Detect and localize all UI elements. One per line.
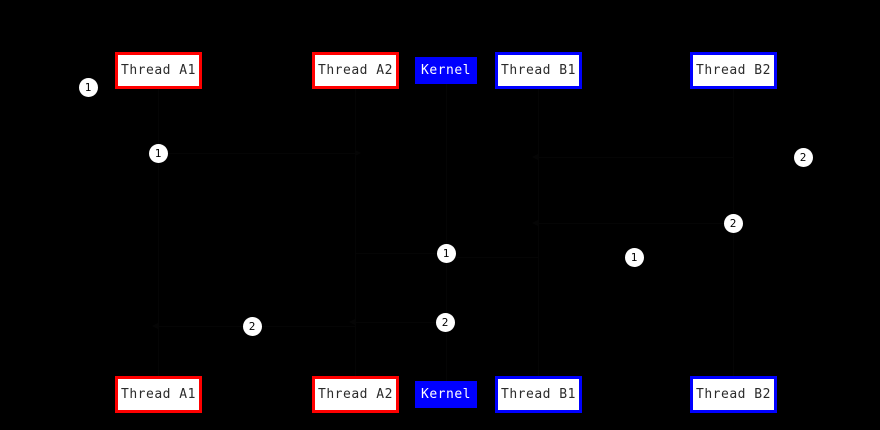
step-badge-badge-1-a: 1: [78, 77, 98, 97]
step-badge-badge-1-d: 1: [624, 247, 644, 267]
participant-header-thread-b2[interactable]: Thread B2: [690, 52, 777, 89]
lifeline-kernel: [446, 84, 447, 381]
step-badge-badge-2-c: 2: [242, 316, 262, 336]
message-arrow-msg-3: [355, 250, 452, 256]
lifeline-thread-a1: [158, 89, 159, 376]
participant-header-thread-b1[interactable]: Thread B1: [495, 52, 582, 89]
participant-footer-thread-b1[interactable]: Thread B1: [495, 376, 582, 413]
lifeline-thread-b2: [733, 89, 734, 376]
message-arrow-msg-2: [532, 154, 733, 160]
message-arrow-msg-7: [349, 319, 446, 325]
participant-footer-kernel[interactable]: Kernel: [415, 381, 477, 408]
message-arrow-msg-1: [158, 150, 361, 156]
step-badge-badge-2-d: 2: [435, 312, 455, 332]
lifeline-thread-a2: [355, 89, 356, 376]
participant-header-kernel[interactable]: Kernel: [415, 57, 477, 84]
message-arrow-msg-4: [532, 220, 733, 226]
participant-footer-thread-b2[interactable]: Thread B2: [690, 376, 777, 413]
participant-header-thread-a2[interactable]: Thread A2: [312, 52, 399, 89]
step-badge-badge-2-a: 2: [793, 147, 813, 167]
step-badge-badge-1-c: 1: [436, 243, 456, 263]
step-badge-badge-2-b: 2: [723, 213, 743, 233]
participant-footer-thread-a2[interactable]: Thread A2: [312, 376, 399, 413]
participant-header-thread-a1[interactable]: Thread A1: [115, 52, 202, 89]
step-badge-badge-1-b: 1: [148, 143, 168, 163]
message-arrow-msg-5: [440, 254, 538, 260]
participant-footer-thread-a1[interactable]: Thread A1: [115, 376, 202, 413]
lifeline-thread-b1: [538, 89, 539, 376]
